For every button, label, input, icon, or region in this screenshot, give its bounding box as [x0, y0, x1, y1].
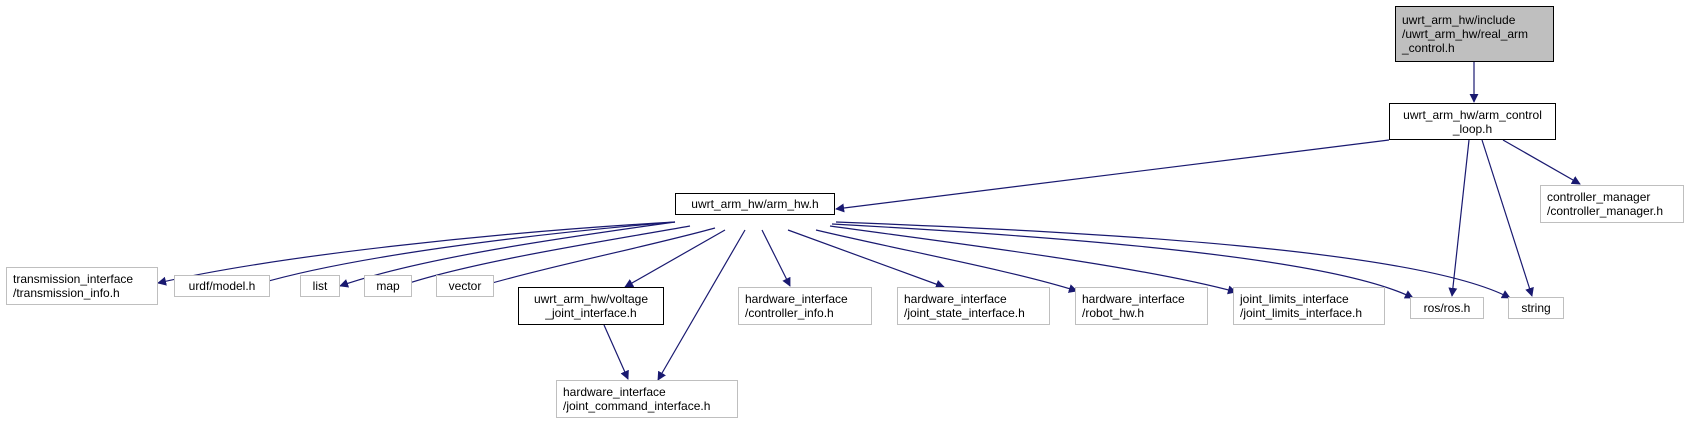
node-string[interactable]: string [1508, 297, 1564, 319]
node-label: hardware_interface [745, 292, 848, 306]
edge-arm-control-loop-to-ros [1448, 139, 1470, 297]
node-label: _loop.h [1452, 121, 1493, 136]
node-label: uwrt_arm_hw/voltage [533, 292, 649, 306]
node-robot-hw[interactable]: hardware_interface /robot_hw.h [1075, 287, 1208, 325]
node-label: hardware_interface [563, 385, 666, 399]
node-label: /controller_info.h [745, 306, 834, 320]
node-arm-control-loop[interactable]: uwrt_arm_hw/arm_control _loop.h [1389, 103, 1556, 140]
edge-arm-hw-to-transmission-info [157, 221, 676, 286]
node-vector[interactable]: vector [436, 275, 494, 297]
node-urdf-model[interactable]: urdf/model.h [174, 275, 270, 297]
node-map[interactable]: map [364, 275, 412, 297]
node-label: /joint_limits_interface.h [1240, 306, 1363, 320]
node-label: list [312, 279, 328, 293]
node-controller-info[interactable]: hardware_interface /controller_info.h [738, 287, 872, 325]
node-label: /transmission_info.h [13, 286, 120, 300]
node-label: controller_manager [1547, 190, 1651, 204]
node-label: hardware_interface [1082, 292, 1185, 306]
edge-arm-control-loop-to-string [1481, 139, 1534, 297]
edge-voltage-joint-interface-to-joint-command-interface [603, 324, 629, 380]
edge-arm-hw-to-vector [477, 227, 716, 290]
node-joint-state-interface[interactable]: hardware_interface /joint_state_interfac… [897, 287, 1050, 325]
node-label: urdf/model.h [188, 279, 256, 293]
node-ros[interactable]: ros/ros.h [1410, 297, 1484, 319]
edge-arm-hw-to-controller-info [761, 229, 791, 287]
node-label: string [1521, 301, 1551, 315]
node-label: ros/ros.h [1423, 301, 1471, 315]
node-label: uwrt_arm_hw/include [1402, 13, 1516, 27]
node-label: transmission_interface [13, 272, 134, 286]
edge-arm-control-loop-to-controller-manager [1502, 139, 1581, 185]
node-joint-limits-interface[interactable]: joint_limits_interface /joint_limits_int… [1233, 287, 1385, 325]
edge-arm-hw-to-voltage-joint-interface [624, 229, 726, 288]
node-real-arm-control[interactable]: uwrt_arm_hw/include /uwrt_arm_hw/real_ar… [1395, 6, 1554, 62]
node-label: vector [448, 279, 482, 293]
edge-arm-hw-to-urdf-model [257, 221, 676, 287]
node-label: hardware_interface [904, 292, 1007, 306]
edge-arm-control-loop-to-arm-hw [835, 139, 1390, 213]
node-joint-command-interface[interactable]: hardware_interface /joint_command_interf… [556, 380, 738, 418]
node-label: /joint_command_interface.h [563, 399, 711, 413]
node-label: /robot_hw.h [1082, 306, 1145, 320]
node-label: _control.h [1402, 41, 1455, 55]
edge-arm-hw-to-joint-limits-interface [829, 225, 1237, 295]
node-label: joint_limits_interface [1240, 292, 1349, 306]
node-label: /uwrt_arm_hw/real_arm [1402, 27, 1529, 41]
edge-arm-hw-to-map [399, 225, 691, 288]
node-label: uwrt_arm_hw/arm_hw.h [691, 197, 819, 211]
edge-arm-hw-to-joint-state-interface [787, 229, 945, 289]
node-list[interactable]: list [300, 275, 340, 297]
node-label: map [376, 279, 400, 293]
node-voltage-joint-interface[interactable]: uwrt_arm_hw/voltage _joint_interface.h [518, 287, 664, 325]
node-label: uwrt_arm_hw/arm_control [1403, 107, 1542, 122]
node-transmission-info[interactable]: transmission_interface /transmission_inf… [6, 267, 158, 305]
node-controller-manager[interactable]: controller_manager /controller_manager.h [1540, 185, 1684, 223]
edge-arm-hw-to-ros [831, 223, 1414, 299]
node-arm-hw[interactable]: uwrt_arm_hw/arm_hw.h [675, 193, 835, 215]
node-label: /controller_manager.h [1547, 204, 1664, 218]
edge-arm-hw-to-joint-command-interface [657, 229, 746, 381]
edge-arm-hw-to-string [835, 221, 1511, 299]
node-label: /joint_state_interface.h [904, 306, 1025, 320]
node-label: _joint_interface.h [545, 306, 637, 320]
edge-arm-hw-to-robot-hw [815, 229, 1078, 293]
